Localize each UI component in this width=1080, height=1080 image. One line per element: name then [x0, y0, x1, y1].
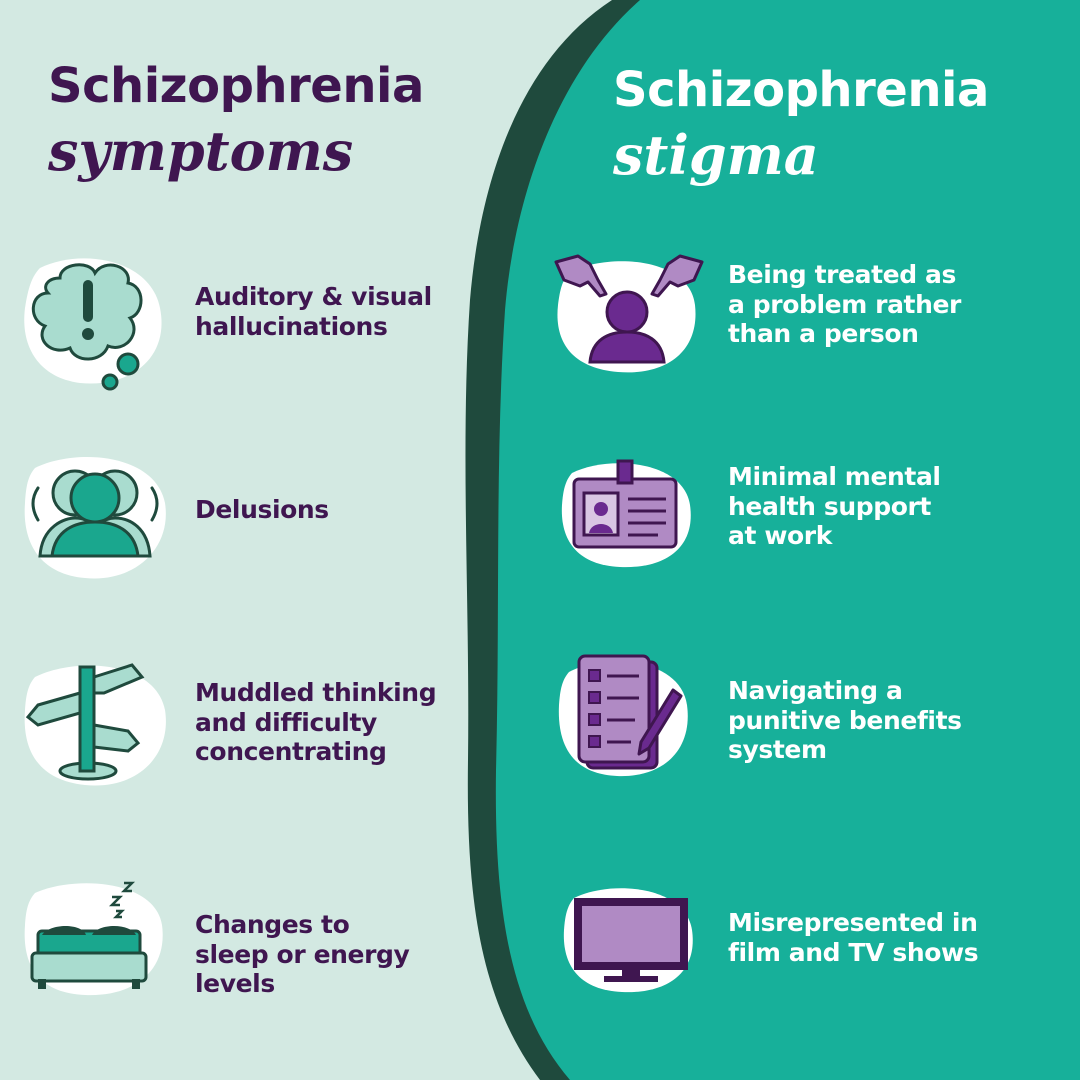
symptom-item-hallucinations: Auditory & visual hallucinations [195, 282, 432, 341]
stigma-label: Minimal mental health support at work [728, 462, 941, 551]
symptoms-subtitle: symptoms [48, 119, 354, 183]
stigma-label-line: health support [728, 491, 931, 521]
stigma-item-misrepresented: Misrepresented in film and TV shows [728, 908, 979, 967]
symptom-label: Delusions [195, 495, 329, 525]
stigma-label-line: at work [728, 521, 832, 550]
stigma-label-line: Navigating a [728, 676, 903, 705]
stigma-label-line: than a person [728, 319, 919, 348]
symptom-label-line: sleep or energy [195, 939, 410, 969]
symptom-item-sleep-changes: Changes to sleep or energy levels [195, 910, 410, 999]
id-badge-icon [561, 459, 691, 568]
pointing-fingers-at-person-icon [554, 254, 704, 373]
stigma-label-line: a problem rather [728, 289, 961, 319]
symptom-item-delusions: Delusions [195, 495, 329, 525]
stigma-item-mental-health-support: Minimal mental health support at work [728, 462, 941, 551]
stigma-label-line: film and TV shows [728, 937, 979, 967]
stigma-label-line: system [728, 735, 827, 764]
symptom-label-line: Delusions [195, 495, 329, 524]
symptom-label-line: concentrating [195, 737, 387, 766]
symptom-label: Muddled thinking and difficulty concentr… [195, 678, 437, 767]
stigma-label-line: Minimal mental [728, 462, 941, 491]
stigma-label-line: Being treated as [728, 260, 956, 289]
checklist-form-icon [558, 654, 688, 777]
symptom-label: Auditory & visual hallucinations [195, 282, 432, 341]
symptom-label-line: hallucinations [195, 311, 388, 341]
symptom-label-line: and difficulty [195, 707, 377, 737]
television-icon [563, 888, 693, 993]
stigma-label: Misrepresented in film and TV shows [728, 908, 979, 967]
stigma-subtitle: stigma [613, 123, 819, 187]
stigma-title: Schizophrenia [613, 62, 989, 118]
symptom-label: Changes to sleep or energy levels [195, 910, 410, 999]
bed-sleep-icon [24, 881, 163, 996]
signpost-icon [24, 663, 166, 786]
stigma-item-treated-as-problem: Being treated as a problem rather than a… [728, 260, 961, 349]
stigma-label-line: punitive benefits [728, 705, 962, 735]
symptom-label-line: Muddled thinking [195, 678, 437, 707]
stigma-item-benefits-system: Navigating a punitive benefits system [728, 676, 962, 765]
stigma-label: Navigating a punitive benefits system [728, 676, 962, 765]
overlapping-people-icon [24, 457, 166, 579]
symptom-label-line: Changes to [195, 910, 350, 939]
symptom-item-muddled-thinking: Muddled thinking and difficulty concentr… [195, 678, 437, 767]
stigma-label: Being treated as a problem rather than a… [728, 260, 961, 349]
stigma-label-line: Misrepresented in [728, 908, 978, 937]
symptoms-title: Schizophrenia [48, 58, 424, 114]
thought-bubble-exclamation-icon [24, 258, 162, 391]
symptom-label-line: levels [195, 969, 275, 998]
symptom-label-line: Auditory & visual [195, 282, 432, 311]
